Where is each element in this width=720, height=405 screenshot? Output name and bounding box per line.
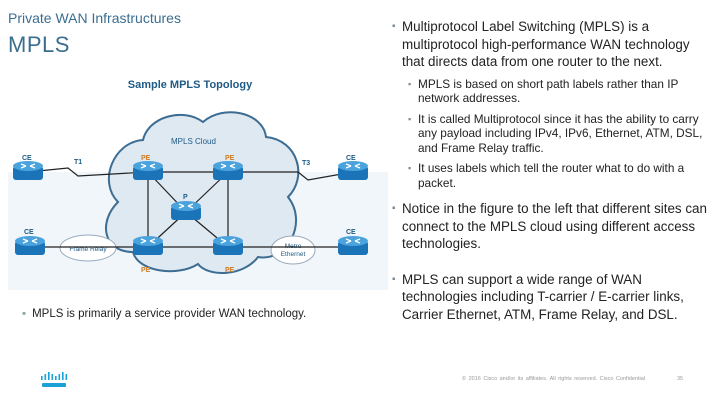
label-ce-top-right: CE xyxy=(346,155,356,162)
cisco-logo-icon xyxy=(41,372,68,387)
footer-copyright: © 2016 Cisco and/or its affiliates. All … xyxy=(462,376,646,382)
bullet-list: ▪ Multiprotocol Label Switching (MPLS) i… xyxy=(392,18,714,329)
slide-title: MPLS xyxy=(8,32,70,57)
label-pe-bottom-left: PE xyxy=(141,267,151,274)
bullet-item: ▪ MPLS can support a wide range of WAN t… xyxy=(392,271,714,324)
sub-bullet-item: ▪ It uses labels which tell the router w… xyxy=(392,161,714,190)
router-ce-bottom-right xyxy=(337,235,369,256)
bullet-text: Notice in the figure to the left that di… xyxy=(402,201,707,251)
router-pe-top-left xyxy=(132,160,164,181)
router-ce-top-right xyxy=(337,160,369,181)
label-p-center: P xyxy=(183,194,188,201)
label-ce-bottom-left: CE xyxy=(24,229,34,236)
frame-relay-label: Frame Relay xyxy=(69,246,107,253)
label-pe-bottom-right: PE xyxy=(225,267,235,274)
bullet-glyph: ▪ xyxy=(408,78,412,89)
bullet-glyph: ▪ xyxy=(392,21,396,32)
bullet-item: ▪ Notice in the figure to the left that … xyxy=(392,200,714,253)
caption-text: MPLS is primarily a service provider WAN… xyxy=(32,308,307,320)
router-ce-top-left xyxy=(12,160,44,181)
bullet-glyph: ▪ xyxy=(392,273,396,285)
sub-bullet-item: ▪ MPLS is based on short path labels rat… xyxy=(392,77,714,106)
bullet-text: Multiprotocol Label Switching (MPLS) is … xyxy=(402,19,690,69)
router-pe-bottom-left xyxy=(132,235,164,256)
router-p-center xyxy=(170,200,202,221)
bullet-glyph: ▪ xyxy=(408,113,412,124)
mpls-cloud xyxy=(105,111,300,275)
router-ce-bottom-left xyxy=(14,235,46,256)
label-t3-link: T3 xyxy=(302,160,310,167)
label-ce-bottom-right: CE xyxy=(346,229,356,236)
bullet-glyph: ▪ xyxy=(408,163,412,173)
bullet-text: MPLS can support a wide range of WAN tec… xyxy=(402,271,684,322)
mpls-topology-figure: Sample MPLS Topology MPLS Cloud Frame Re… xyxy=(8,72,388,290)
frame-relay-cloud xyxy=(59,234,117,262)
router-pe-top-right xyxy=(212,160,244,181)
page-number: 35 xyxy=(677,376,684,382)
metro-ethernet-label-2: Ethernet xyxy=(281,251,306,258)
label-pe-top-left: PE xyxy=(141,155,151,162)
bullet-item: ▪ Multiprotocol Label Switching (MPLS) i… xyxy=(392,18,714,71)
router-pe-bottom-right xyxy=(212,235,244,256)
bullet-text: It uses labels which tell the router wha… xyxy=(418,161,685,190)
sub-bullet-item: ▪ It is called Multiprotocol since it ha… xyxy=(392,112,714,156)
bullet-glyph: ▪ xyxy=(392,203,396,214)
label-t1-link: T1 xyxy=(74,159,82,166)
metro-ethernet-cloud xyxy=(270,235,316,265)
figure-title: Sample MPLS Topology xyxy=(128,79,253,91)
label-ce-top-left: CE xyxy=(22,155,32,162)
figure-caption: ▪ MPLS is primarily a service provider WA… xyxy=(22,308,306,320)
cloud-label: MPLS Cloud xyxy=(171,137,216,146)
bullet-text: It is called Multiprotocol since it has … xyxy=(418,111,703,155)
label-pe-top-right: PE xyxy=(225,155,235,162)
bullet-glyph: ▪ xyxy=(22,308,27,320)
slide-subtitle: Private WAN Infrastructures xyxy=(8,10,181,26)
bullet-text: MPLS is based on short path labels rathe… xyxy=(418,76,679,106)
